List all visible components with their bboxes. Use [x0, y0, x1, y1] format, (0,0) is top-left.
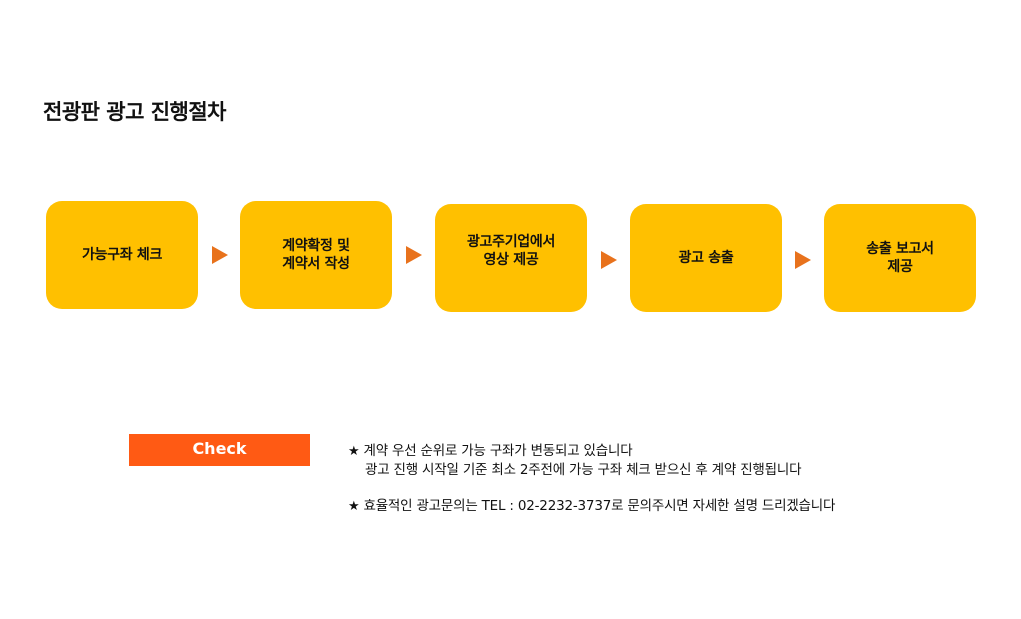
step-contract: 계약확정 및 계약서 작성: [240, 201, 392, 309]
notes: ★계약 우선 순위로 가능 구좌가 변동되고 있습니다 광고 진행 시작일 기준…: [348, 442, 835, 516]
note-line: ★계약 우선 순위로 가능 구좌가 변동되고 있습니다: [348, 442, 835, 461]
arrow-right-icon: [212, 246, 228, 264]
note-text: 효율적인 광고문의는 TEL : 02-2232-3737로 문의주시면 자세한…: [363, 498, 836, 514]
step-label: 광고주기업에서 영상 제공: [466, 234, 556, 268]
step-video-provision: 광고주기업에서 영상 제공: [435, 204, 587, 312]
star-icon: ★: [348, 499, 360, 514]
note-line: 광고 진행 시작일 기준 최소 2주전에 가능 구좌 체크 받으신 후 계약 진…: [365, 462, 802, 478]
check-badge: Check: [129, 434, 310, 466]
page-title: 전광판 광고 진행절차: [43, 100, 227, 124]
step-availability-check: 가능구좌 체크: [46, 201, 198, 309]
arrow-right-icon: [795, 251, 811, 269]
note-text: 계약 우선 순위로 가능 구좌가 변동되고 있습니다: [363, 443, 633, 459]
star-icon: ★: [348, 444, 360, 459]
step-label: 가능구좌 체크: [81, 247, 163, 263]
arrow-right-icon: [601, 251, 617, 269]
step-broadcast-report: 송출 보고서 제공: [824, 204, 976, 312]
note-spacer: [348, 479, 835, 497]
note-line: ★효율적인 광고문의는 TEL : 02-2232-3737로 문의주시면 자세…: [348, 497, 835, 516]
arrow-right-icon: [406, 246, 422, 264]
step-label: 송출 보고서 제공: [866, 241, 934, 275]
step-label: 광고 송출: [678, 250, 734, 266]
step-ad-broadcast: 광고 송출: [630, 204, 782, 312]
step-label: 계약확정 및 계약서 작성: [282, 238, 350, 272]
